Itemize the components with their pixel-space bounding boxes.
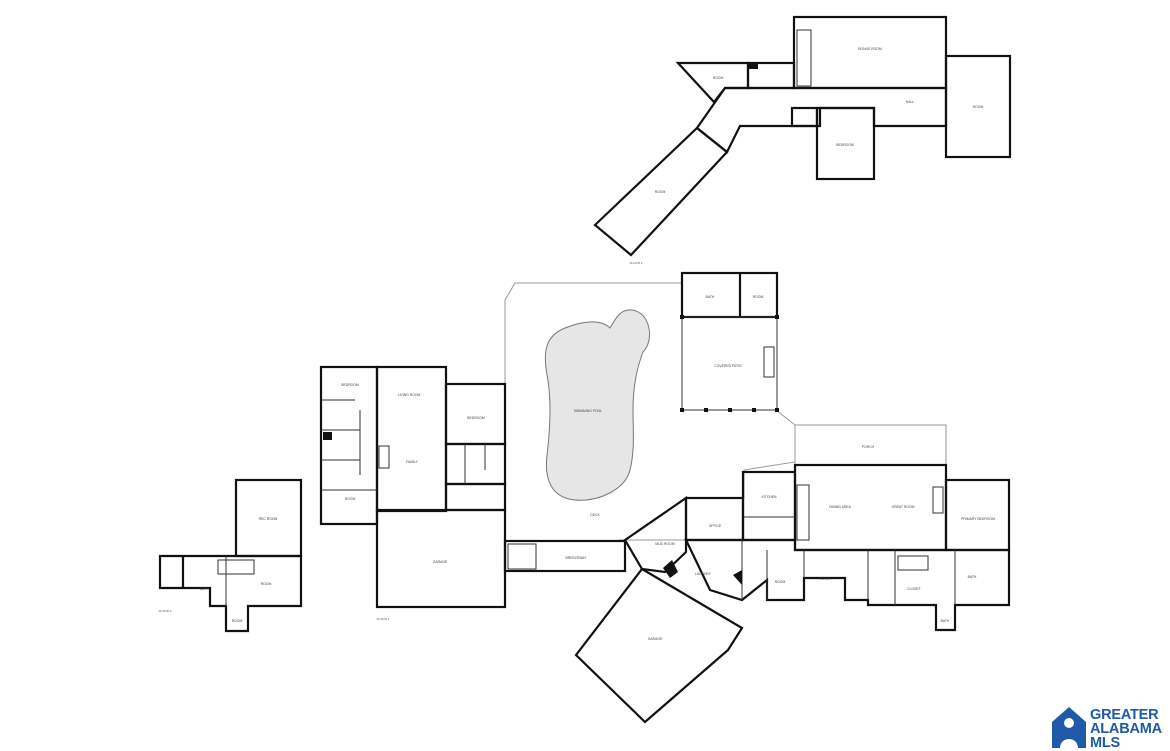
left-laundry	[444, 482, 507, 512]
center-connector: BREEZEWAY GARAGE MUD ROOM	[503, 495, 744, 724]
kitchen-area	[741, 470, 797, 542]
svg-text:OFFICE: OFFICE	[709, 524, 722, 528]
logo-line-2: ALABAMA	[1090, 721, 1162, 737]
great-room-stairs	[796, 484, 810, 541]
svg-text:BATH: BATH	[200, 587, 209, 591]
svg-text:BEDROOM: BEDROOM	[467, 416, 485, 420]
upper-right-room	[944, 54, 1012, 159]
angled-garage	[574, 567, 744, 724]
svg-text:CLOSET: CLOSET	[907, 587, 921, 591]
upper-hallway	[695, 86, 948, 154]
svg-text:KITCHEN: KITCHEN	[762, 495, 777, 499]
upper-closet	[790, 106, 819, 128]
garage	[375, 508, 507, 609]
svg-text:BATH: BATH	[706, 295, 715, 299]
svg-text:FLOOR 0: FLOOR 0	[159, 609, 172, 613]
master-bedroom	[944, 478, 1011, 552]
svg-text:BEDROOM: BEDROOM	[341, 383, 359, 387]
svg-text:LAUNDRY: LAUNDRY	[695, 572, 712, 576]
svg-text:BONUS ROOM: BONUS ROOM	[858, 47, 882, 51]
svg-text:FAMILY: FAMILY	[406, 460, 419, 464]
logo-line-1: GREATER	[1090, 707, 1159, 723]
logo-text: GREATER ALABAMA MLS	[1090, 707, 1162, 751]
pool	[544, 309, 651, 501]
svg-text:COVERED PATIO: COVERED PATIO	[714, 364, 742, 368]
left-bedroom	[444, 382, 507, 446]
svg-text:GARAGE: GARAGE	[433, 560, 448, 564]
patio-fireplace	[763, 346, 775, 378]
right-chimney-2	[733, 570, 742, 585]
svg-text:REC ROOM: REC ROOM	[259, 517, 278, 521]
svg-text:FLOOR 1: FLOOR 1	[377, 617, 390, 621]
office	[684, 496, 745, 542]
svg-text:ROOM: ROOM	[973, 105, 984, 109]
basement-stairs	[217, 559, 255, 575]
right-wing: PORCH DINING AREA GREAT ROOM PRIMARY BED…	[663, 424, 1011, 632]
great-room	[793, 463, 948, 552]
pool-deck-outline	[504, 282, 796, 542]
family-fireplace	[378, 445, 390, 469]
greater-alabama-mls-logo: GREATER ALABAMA MLS	[1050, 704, 1168, 751]
svg-text:BREEZEWAY: BREEZEWAY	[566, 556, 588, 560]
pool-area: SWIMMING POOL DECK COVERED PATIO BATH RO…	[504, 271, 796, 542]
svg-text:ROOM: ROOM	[261, 582, 272, 586]
svg-text:ROOM: ROOM	[775, 580, 786, 584]
mudroom-angled	[623, 495, 688, 574]
right-lower-rooms	[684, 538, 1011, 632]
house-person-icon	[1052, 707, 1086, 748]
svg-text:BATH: BATH	[941, 619, 950, 623]
svg-text:PRIMARY BEDROOM: PRIMARY BEDROOM	[961, 517, 995, 521]
breezeway-stairs	[507, 543, 537, 570]
svg-text:BATH: BATH	[968, 575, 977, 579]
left-wing: BEDROOM LIVING ROOM FAMILY BEDROOM ROOM …	[319, 365, 507, 621]
svg-text:DINING AREA: DINING AREA	[829, 505, 852, 509]
svg-text:GREAT ROOM: GREAT ROOM	[892, 505, 915, 509]
upper-bedroom	[815, 106, 876, 181]
svg-text:ROOM: ROOM	[655, 190, 666, 194]
basement-lower-area	[158, 554, 303, 633]
upper-bonus-room	[792, 15, 948, 90]
svg-text:ROOM: ROOM	[232, 619, 243, 623]
svg-text:MUD ROOM: MUD ROOM	[655, 542, 674, 546]
svg-text:ROOM: ROOM	[713, 76, 724, 80]
svg-text:GARAGE: GARAGE	[648, 637, 663, 641]
left-utility	[444, 442, 507, 486]
right-chimney	[663, 560, 678, 578]
svg-text:HALL: HALL	[906, 100, 915, 104]
right-stairs	[897, 555, 929, 571]
svg-text:DECK: DECK	[590, 513, 600, 517]
svg-text:FLOOR 2: FLOOR 2	[630, 261, 643, 265]
great-room-fireplace	[932, 486, 944, 514]
basement-floor: REC ROOM ROOM BATH ROOM FLOOR 0	[158, 478, 303, 633]
svg-text:LIVING ROOM: LIVING ROOM	[398, 393, 421, 397]
svg-text:BEDROOM: BEDROOM	[836, 143, 854, 147]
logo-line-3: MLS	[1090, 735, 1121, 751]
upper-wedge-room	[675, 61, 750, 104]
upper-stairs	[796, 29, 812, 87]
upper-chimney	[748, 63, 758, 69]
svg-text:PORCH: PORCH	[862, 445, 875, 449]
svg-text:FOYER: FOYER	[819, 577, 831, 581]
svg-text:ROOM: ROOM	[753, 295, 764, 299]
family-room	[375, 365, 448, 513]
upper-floor: BONUS ROOM ROOM BEDROOM HALL ROOM ROOM F…	[593, 15, 1012, 265]
svg-text:ROOM: ROOM	[345, 497, 356, 501]
breezeway	[503, 539, 627, 573]
svg-text:SWIMMING POOL: SWIMMING POOL	[574, 409, 603, 413]
